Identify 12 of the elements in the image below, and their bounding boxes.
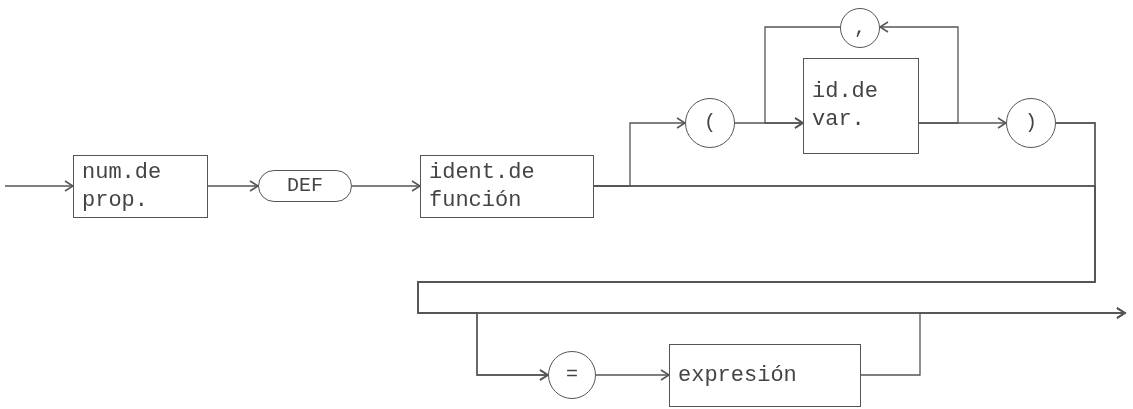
process-box: ident.de función [420, 155, 594, 218]
arrow [879, 21, 959, 124]
process-box: num.de prop. [73, 155, 208, 218]
arrow [4, 180, 74, 192]
arrow [764, 26, 841, 129]
arrow [860, 307, 1126, 376]
arrow [207, 180, 259, 192]
arrow [595, 369, 670, 381]
process-box: expresión [669, 344, 861, 407]
terminal-pill: DEF [258, 170, 352, 202]
process-box: id.de var. [803, 58, 919, 154]
arrow [351, 180, 421, 192]
